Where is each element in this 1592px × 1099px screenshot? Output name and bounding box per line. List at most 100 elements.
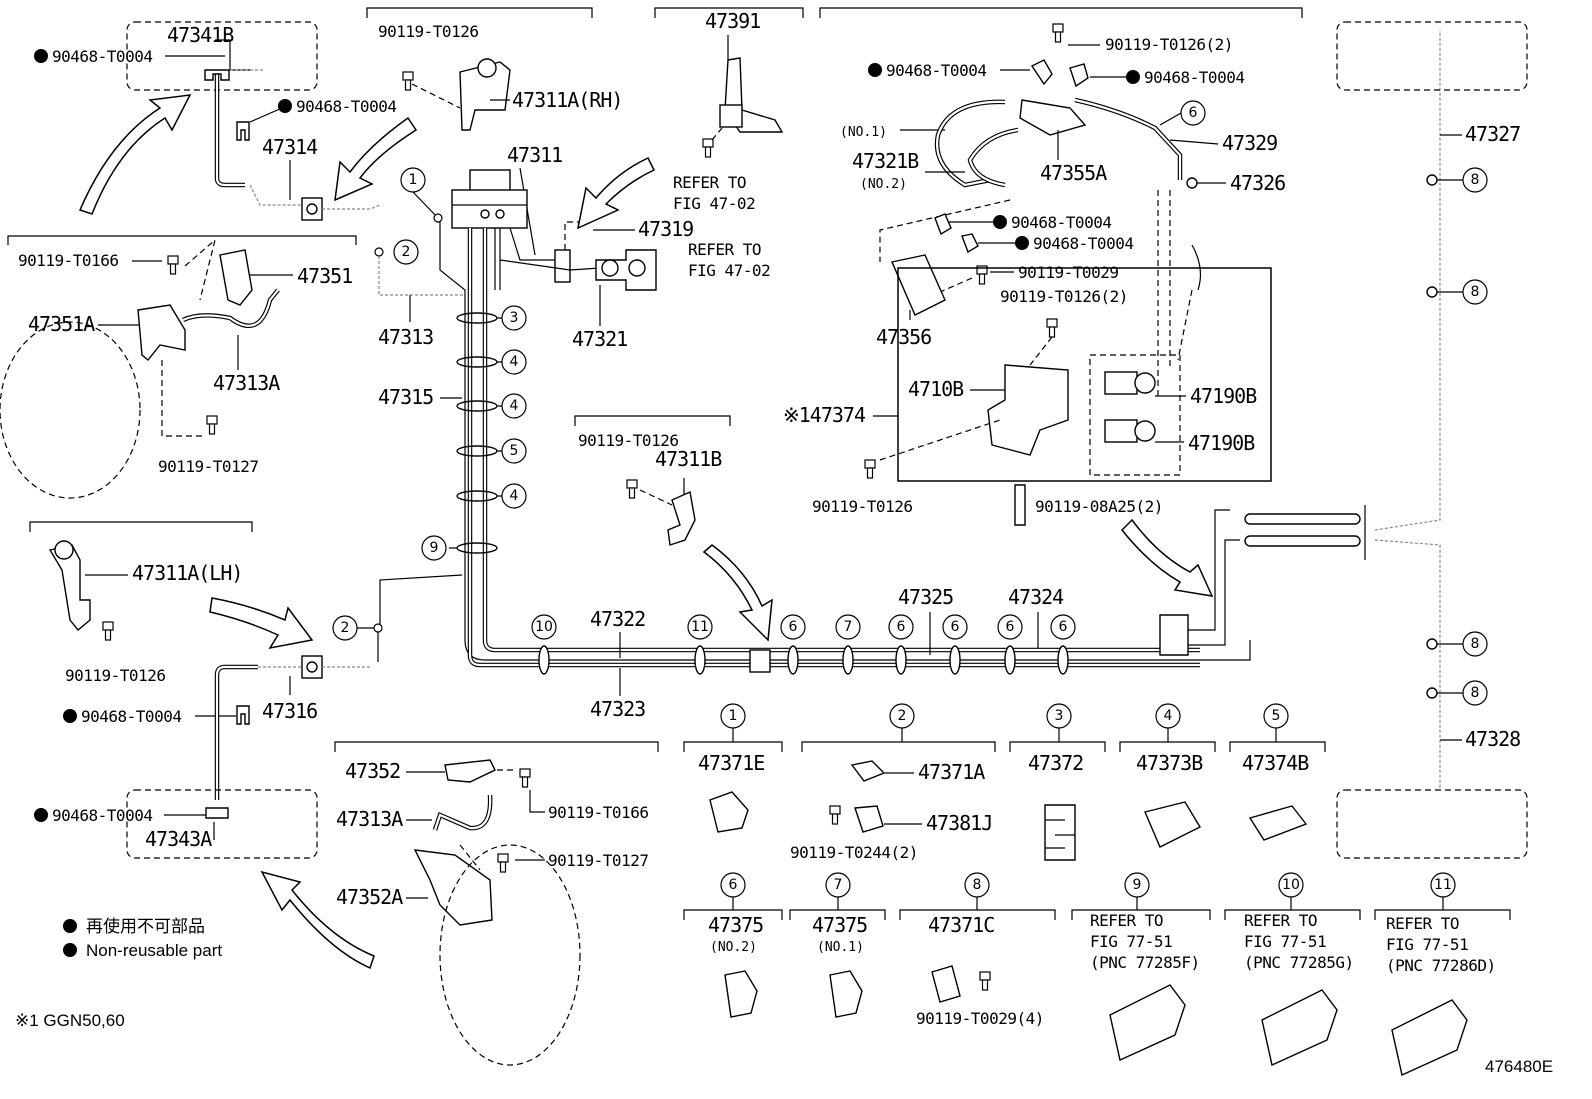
clip-ref-11 (1391, 999, 1468, 1076)
bracket-group (366, 7, 593, 18)
svg-text:10: 10 (535, 619, 553, 635)
label-90119-T0126-mid: 90119-T0126 (578, 431, 678, 450)
clip-label-47374B: 47374B (1242, 751, 1309, 775)
bracket-group (29, 521, 253, 532)
label-90119-T0166-b: 90119-T0166 (548, 803, 648, 822)
direction-arrow (576, 157, 656, 230)
label-47325: 47325 (898, 585, 953, 609)
pipe-rear-1 (1244, 513, 1361, 525)
label-90468-h: 90468-T0004 (1033, 234, 1133, 253)
label-47341B: 47341B (167, 23, 234, 47)
label-refer-47-02-b2: FIG 47-02 (688, 261, 770, 280)
svg-text:6: 6 (1189, 105, 1198, 121)
svg-text:6: 6 (729, 877, 738, 893)
svg-text:6: 6 (789, 619, 798, 635)
clip-label-47371E: 47371E (698, 751, 764, 775)
label-90119-08A25: 90119-08A25(2) (1035, 497, 1163, 516)
svg-text:2: 2 (898, 708, 907, 724)
clip-label-47375-no1: 47375 (812, 913, 867, 937)
label-refer-47-02-b1: REFER TO (688, 240, 761, 259)
svg-text:10: 10 (1282, 877, 1300, 893)
label-47313A-l: 47313A (213, 371, 280, 395)
bracket-47311B (667, 490, 696, 546)
label-47352: 47352 (345, 759, 400, 783)
clip-label-47372: 47372 (1028, 751, 1083, 775)
svg-text:8: 8 (1471, 636, 1480, 652)
svg-text:4: 4 (510, 398, 519, 414)
direction-arrow (209, 597, 314, 650)
clamp (456, 490, 498, 502)
label-47321: 47321 (572, 327, 627, 351)
label-90119-T0126-top: 90119-T0126 (378, 22, 478, 41)
clip-label-no1: (NO.1) (817, 940, 864, 955)
bracket-47355A (1019, 99, 1087, 136)
callout-8: 8 (1462, 631, 1488, 657)
svg-text:7: 7 (844, 619, 853, 635)
callout-10: 10 (1278, 872, 1304, 898)
valve-47311 (451, 189, 528, 229)
callout-4: 4 (501, 483, 527, 509)
legend-dot (63, 919, 77, 933)
svg-text:2: 2 (341, 620, 350, 636)
non-reusable-mark (993, 215, 1007, 229)
label-47313A-b: 47313A (336, 807, 403, 831)
callout-5: 5 (501, 438, 527, 464)
label-no1-a: (NO.1) (840, 125, 887, 140)
clip-label-refer-10c: (PNC 77285G) (1244, 953, 1354, 972)
bracket-group (819, 7, 1303, 18)
callout-11: 11 (687, 614, 713, 640)
callout-10: 10 (531, 614, 557, 640)
direction-arrow (260, 870, 375, 970)
legend-jp: 再使用不可部品 (86, 916, 205, 936)
clip-90468-b (236, 121, 250, 141)
label-90468-a: 90468-T0004 (52, 47, 152, 66)
callout-6: 6 (720, 872, 746, 898)
bracket-47352 (444, 759, 496, 783)
label-47355A: 47355A (1040, 161, 1107, 185)
direction-arrow (334, 116, 418, 202)
bracket-group (7, 235, 357, 245)
label-no2-a: (NO.2) (860, 177, 907, 192)
label-47328: 47328 (1465, 727, 1520, 751)
label-90468-c: 90468-T0004 (81, 707, 181, 726)
label-47313: 47313 (378, 325, 433, 349)
callout-9: 9 (1124, 872, 1150, 898)
non-reusable-mark (34, 808, 48, 822)
label-47327: 47327 (1465, 122, 1520, 146)
callout-7: 7 (825, 872, 851, 898)
tank-outline-rear-top (1336, 21, 1528, 91)
label-90468-f: 90468-T0004 (1144, 68, 1244, 87)
bracket-47311A-LH (48, 544, 91, 631)
clip-label-47371A: 47371A (918, 760, 985, 784)
clip-47375-no2 (724, 970, 758, 1018)
label-47321B: 47321B (852, 149, 919, 173)
label-47326: 47326 (1230, 171, 1285, 195)
clip-ref-9 (1109, 984, 1186, 1061)
callout-6: 6 (1050, 614, 1076, 640)
callout-1: 1 (720, 703, 746, 729)
direction-arrow (702, 544, 773, 642)
callout-6: 6 (888, 614, 914, 640)
non-reusable-mark (1015, 236, 1029, 250)
label-90119-T0127-b: 90119-T0127 (548, 851, 648, 870)
callout-1: 1 (400, 167, 426, 193)
clip-label-90119-T0029: 90119-T0029(4) (916, 1009, 1044, 1028)
clip-47371E (709, 791, 749, 833)
bracket-group (574, 415, 731, 426)
label-47374: ※147374 (783, 403, 866, 427)
legend-en: Non-reusable part (86, 941, 222, 960)
bracket-47351 (219, 249, 253, 306)
tank-outline-center (439, 844, 581, 1066)
label-47352A: 47352A (336, 885, 403, 909)
clamp (456, 542, 498, 554)
bracket-group (654, 7, 804, 18)
svg-text:8: 8 (1471, 284, 1480, 300)
bracket-group (334, 741, 659, 752)
union (749, 649, 771, 673)
svg-text:5: 5 (1272, 708, 1281, 724)
valve-47190B-a (1104, 371, 1156, 395)
label-90119-T0029: 90119-T0029 (1018, 263, 1118, 282)
svg-text:11: 11 (691, 619, 709, 635)
clip-label-refer-11c: (PNC 77286D) (1386, 956, 1496, 975)
clamp (456, 312, 498, 324)
